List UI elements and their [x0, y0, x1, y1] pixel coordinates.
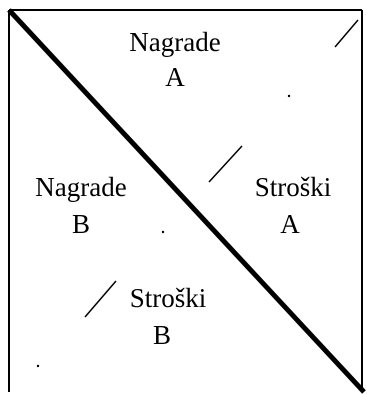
- label-nagrade-b-line2: B: [72, 209, 90, 239]
- label-nagrade-a-line1: Nagrade: [129, 27, 220, 57]
- tick-mark-center: [208, 145, 243, 183]
- label-nagrade-b-line1: Nagrade: [35, 172, 126, 202]
- label-stroski-b-line1: Stroški: [130, 283, 207, 313]
- dot-lower: [36, 364, 40, 368]
- tick-mark-bottom-left: [84, 280, 117, 318]
- dot-middle: [161, 230, 165, 234]
- label-stroski-a-line2: A: [280, 209, 300, 239]
- label-nagrade-a-line2: A: [165, 62, 185, 92]
- label-stroski-b-line2: B: [153, 320, 171, 350]
- label-stroski-a-line1: Stroški: [255, 172, 332, 202]
- tick-mark-top-right: [334, 19, 359, 48]
- dot-upper: [287, 94, 291, 98]
- main-diagonal: [7, 8, 366, 394]
